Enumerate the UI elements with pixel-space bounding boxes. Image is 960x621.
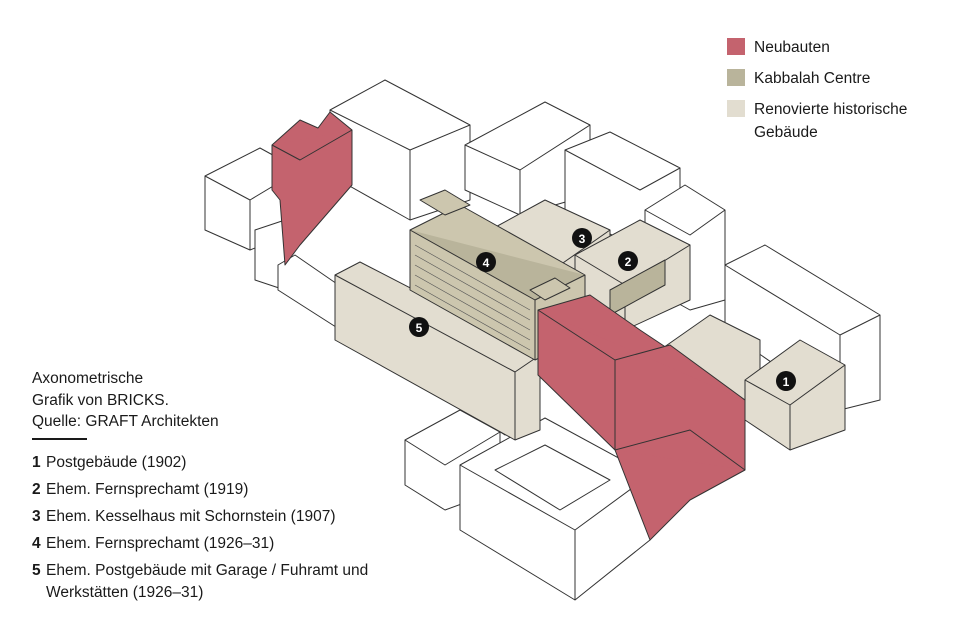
list-number: 2 [32, 481, 41, 498]
list-item: 5 Ehem. Postgebäude mit Garage / Fuhramt… [32, 560, 376, 604]
marker-2: 2 [618, 251, 638, 271]
legend-label: Kabbalah Centre [754, 70, 871, 87]
legend: Neubauten Kabbalah Centre Renovierte his… [727, 36, 934, 152]
caption-line: Axonometrische [32, 370, 144, 387]
legend-swatch-historisch [727, 100, 745, 117]
legend-item-historisch: Renovierte historische Gebäude [727, 98, 934, 144]
legend-item-kabbalah: Kabbalah Centre [727, 67, 934, 90]
new-buildings [271, 111, 746, 541]
svg-text:5: 5 [416, 321, 423, 335]
list-number: 3 [32, 508, 41, 525]
context-buildings [204, 79, 881, 601]
list-number: 4 [32, 535, 41, 552]
svg-text:1: 1 [783, 375, 790, 389]
caption-line: Grafik von BRICKS. [32, 391, 169, 409]
divider [32, 438, 87, 440]
list-number: 1 [32, 454, 41, 471]
list-number: 5 [32, 562, 41, 579]
list-text: Ehem. Fernsprechamt (1919) [46, 481, 249, 498]
list-text: Ehem. Kesselhaus mit Schornstein (1907) [46, 508, 336, 525]
legend-swatch-neubauten [727, 38, 745, 55]
caption: Axonometrische Grafik von BRICKS. Quelle… [32, 368, 219, 433]
list-text: Ehem. Postgebäude mit Garage / Fuhramt u… [46, 562, 369, 601]
legend-label: Renovierte historische Gebäude [754, 101, 908, 141]
marker-3: 3 [572, 228, 592, 248]
marker-4: 4 [476, 252, 496, 272]
marker-1: 1 [776, 371, 796, 391]
list-text: Ehem. Fernsprechamt (1926–31) [46, 535, 275, 552]
svg-text:3: 3 [579, 232, 586, 246]
legend-label: Neubauten [754, 39, 830, 56]
svg-text:4: 4 [483, 256, 490, 270]
marker-5: 5 [409, 317, 429, 337]
list-text: Postgebäude (1902) [46, 454, 187, 471]
building-4-windows [414, 244, 531, 351]
list-item: 4 Ehem. Fernsprechamt (1926–31) [32, 533, 376, 555]
list-item: 2 Ehem. Fernsprechamt (1919) [32, 479, 376, 501]
list-item: 3 Ehem. Kesselhaus mit Schornstein (1907… [32, 506, 376, 528]
svg-text:2: 2 [625, 255, 632, 269]
legend-swatch-kabbalah [727, 69, 745, 86]
caption-line: Quelle: GRAFT Architekten [32, 413, 219, 430]
list-item: 1 Postgebäude (1902) [32, 452, 376, 474]
legend-item-neubauten: Neubauten [727, 36, 934, 59]
building-list: 1 Postgebäude (1902) 2 Ehem. Fernsprecha… [32, 452, 376, 609]
